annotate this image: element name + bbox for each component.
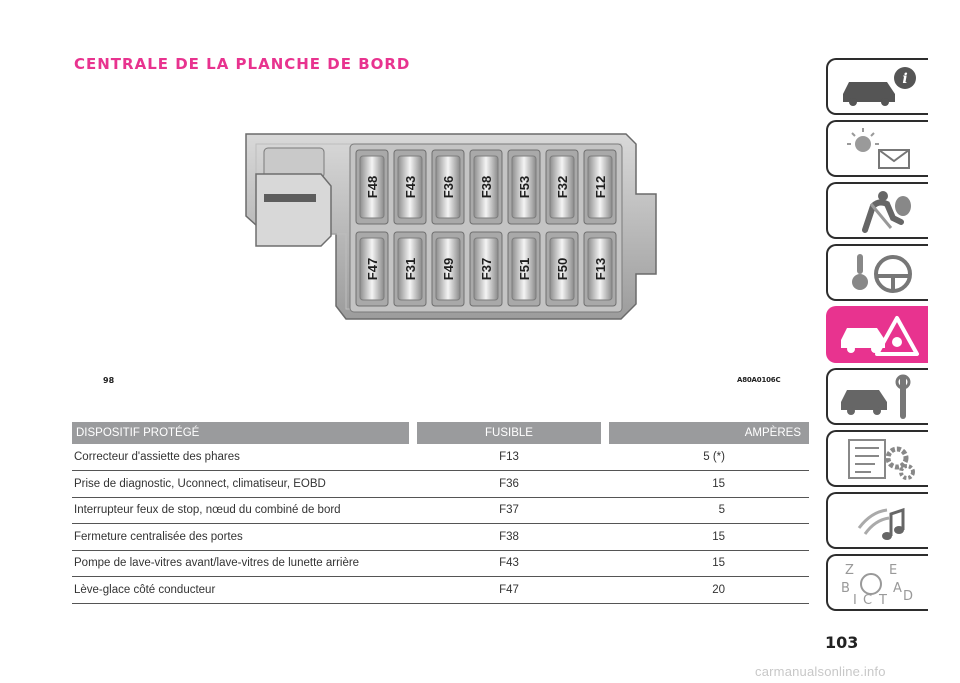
seatbelt-airbag-icon bbox=[862, 190, 911, 233]
fuse-label: F51 bbox=[517, 258, 532, 280]
svg-text:C: C bbox=[863, 593, 872, 606]
svg-text:Z: Z bbox=[845, 563, 854, 578]
tab-technical-data[interactable] bbox=[826, 430, 928, 487]
fuse-f31: F31 bbox=[393, 231, 427, 307]
fuse-label: F49 bbox=[441, 258, 456, 280]
cell-fuse: F47 bbox=[417, 576, 601, 604]
table-row: Interrupteur feux de stop, nœud du combi… bbox=[72, 497, 809, 524]
fuse-f12: F12 bbox=[583, 149, 617, 225]
car-maintenance-wrench-icon bbox=[841, 374, 911, 419]
fuse-f51: F51 bbox=[507, 231, 541, 307]
figure-number: 98 bbox=[103, 376, 115, 385]
page-number: 103 bbox=[825, 633, 859, 652]
car-emergency-triangle-icon bbox=[841, 315, 919, 356]
fuse-f49: F49 bbox=[431, 231, 465, 307]
table-row: Lève-glace côté conducteur F47 20 bbox=[72, 576, 809, 604]
figure-code: A80A0106C bbox=[737, 376, 781, 384]
cell-fuse: F38 bbox=[417, 523, 601, 551]
fuse-f32: F32 bbox=[545, 149, 579, 225]
svg-text:T: T bbox=[878, 593, 887, 606]
cell-device: Interrupteur feux de stop, nœud du combi… bbox=[72, 497, 409, 524]
cell-device: Prise de diagnostic, Uconnect, climatise… bbox=[72, 470, 409, 498]
tab-emergency[interactable] bbox=[826, 306, 928, 363]
svg-text:B: B bbox=[841, 581, 850, 596]
tab-safety[interactable] bbox=[826, 182, 928, 239]
cell-amps: 5 bbox=[609, 497, 809, 524]
tab-maintenance[interactable] bbox=[826, 368, 928, 425]
fuse-label: F53 bbox=[517, 176, 532, 198]
fuse-f53: F53 bbox=[507, 149, 541, 225]
cell-amps: 15 bbox=[609, 523, 809, 551]
fuse-f37: F37 bbox=[469, 231, 503, 307]
header-device: DISPOSITIF PROTÉGÉ bbox=[72, 422, 409, 444]
cell-device: Pompe de lave-vitres avant/lave-vitres d… bbox=[72, 550, 409, 577]
cell-amps: 5 (*) bbox=[609, 444, 809, 471]
fuse-f36: F36 bbox=[431, 149, 465, 225]
multimedia-music-icon bbox=[857, 507, 905, 540]
fuse-label: F13 bbox=[593, 258, 608, 280]
svg-text:A: A bbox=[893, 581, 902, 596]
key-steering-wheel-icon bbox=[852, 253, 912, 293]
table-row: Fermeture centralisée des portes F38 15 bbox=[72, 523, 809, 551]
cell-fuse: F36 bbox=[417, 470, 601, 498]
cell-device: Fermeture centralisée des portes bbox=[72, 523, 409, 551]
fuse-label: F36 bbox=[441, 176, 456, 198]
table-row: Correcteur d'assiette des phares F13 5 (… bbox=[72, 444, 809, 471]
fuse-f43: F43 bbox=[393, 149, 427, 225]
fuse-f50: F50 bbox=[545, 231, 579, 307]
table-row: Pompe de lave-vitres avant/lave-vitres d… bbox=[72, 550, 809, 577]
fuse-label: F47 bbox=[365, 258, 380, 280]
technical-data-gear-icon bbox=[848, 438, 915, 480]
fuse-label: F37 bbox=[479, 258, 494, 280]
tab-multimedia[interactable] bbox=[826, 492, 928, 549]
fuse-table: DISPOSITIF PROTÉGÉ FUSIBLE AMPÈRES Corre… bbox=[72, 422, 809, 604]
fuse-f13: F13 bbox=[583, 231, 617, 307]
fuse-label: F31 bbox=[403, 258, 418, 280]
cell-fuse: F13 bbox=[417, 444, 601, 471]
cell-device: Correcteur d'assiette des phares bbox=[72, 444, 409, 471]
warning-lights-message-icon bbox=[847, 127, 910, 169]
cell-device: Lève-glace côté conducteur bbox=[72, 576, 409, 604]
svg-text:E: E bbox=[889, 563, 897, 578]
header-amps: AMPÈRES bbox=[609, 422, 809, 444]
fuse-label: F12 bbox=[593, 176, 608, 198]
table-row: Prise de diagnostic, Uconnect, climatise… bbox=[72, 470, 809, 498]
section-title: CENTRALE DE LA PLANCHE DE BORD bbox=[74, 55, 411, 73]
fuse-label: F48 bbox=[365, 176, 380, 198]
cell-amps: 15 bbox=[609, 470, 809, 498]
car-info-icon: i bbox=[843, 66, 916, 106]
svg-text:D: D bbox=[903, 589, 913, 604]
cell-amps: 15 bbox=[609, 550, 809, 577]
svg-text:i: i bbox=[902, 71, 907, 87]
watermark: carmanualsonline.info bbox=[755, 664, 886, 679]
fuse-f47: F47 bbox=[355, 231, 389, 307]
cell-amps: 20 bbox=[609, 576, 809, 604]
header-fuse: FUSIBLE bbox=[417, 422, 601, 444]
tab-car-info[interactable]: i bbox=[826, 58, 928, 115]
cell-fuse: F37 bbox=[417, 497, 601, 524]
table-header-row: DISPOSITIF PROTÉGÉ FUSIBLE AMPÈRES bbox=[72, 422, 809, 444]
fuse-label: F43 bbox=[403, 176, 418, 198]
svg-text:I: I bbox=[853, 593, 857, 606]
fuse-f48: F48 bbox=[355, 149, 389, 225]
fuse-label: F50 bbox=[555, 258, 570, 280]
tab-warning-lights[interactable] bbox=[826, 120, 928, 177]
cell-fuse: F43 bbox=[417, 550, 601, 577]
tab-starting-driving[interactable] bbox=[826, 244, 928, 301]
fuse-f38: F38 bbox=[469, 149, 503, 225]
fuse-label: F32 bbox=[555, 176, 570, 198]
fuse-label: F38 bbox=[479, 176, 494, 198]
